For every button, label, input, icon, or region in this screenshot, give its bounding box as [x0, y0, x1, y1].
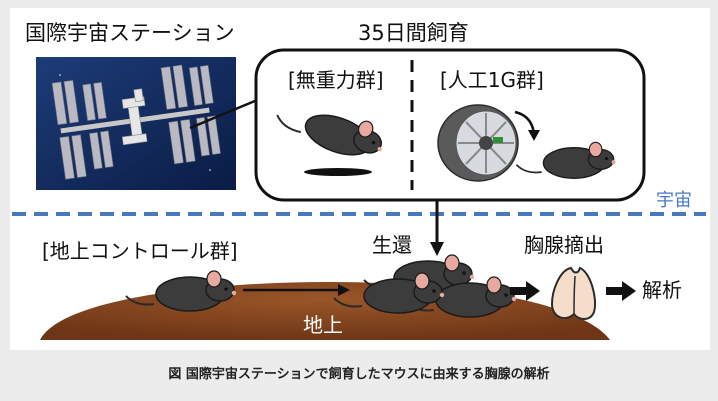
ground-label: 地上 — [303, 313, 343, 337]
rotation-arrowhead-icon — [528, 130, 540, 141]
callout-pointer — [189, 96, 263, 130]
iss-title: 国際宇宙ステーション — [25, 21, 235, 45]
iss-photo — [36, 57, 236, 190]
return-label: 生還 — [372, 233, 412, 257]
floating-mouse-shadow — [304, 168, 372, 176]
ground-control-group-label: [地上コントロール群] — [42, 239, 238, 263]
thymus-extraction-label: 胸腺摘出 — [524, 233, 604, 257]
to-thymus-arrow-icon — [510, 281, 540, 301]
figure-caption: 図 国際宇宙ステーションで飼育したマウスに由来する胸腺の解析 — [168, 366, 549, 382]
ground-control-arrowhead-icon — [338, 284, 350, 296]
thymus-icon — [550, 266, 596, 320]
rearing-title: 35日間飼育 — [358, 21, 469, 45]
analysis-label: 解析 — [642, 278, 682, 302]
space-label: 宇宙 — [656, 190, 692, 211]
microgravity-group-label: [無重力群] — [288, 68, 384, 92]
centrifuge-image — [437, 104, 519, 182]
to-analysis-arrow-icon — [606, 281, 636, 301]
artificial-1g-group-label: [人工1G群] — [440, 68, 544, 92]
return-arrowhead-icon — [430, 242, 444, 256]
